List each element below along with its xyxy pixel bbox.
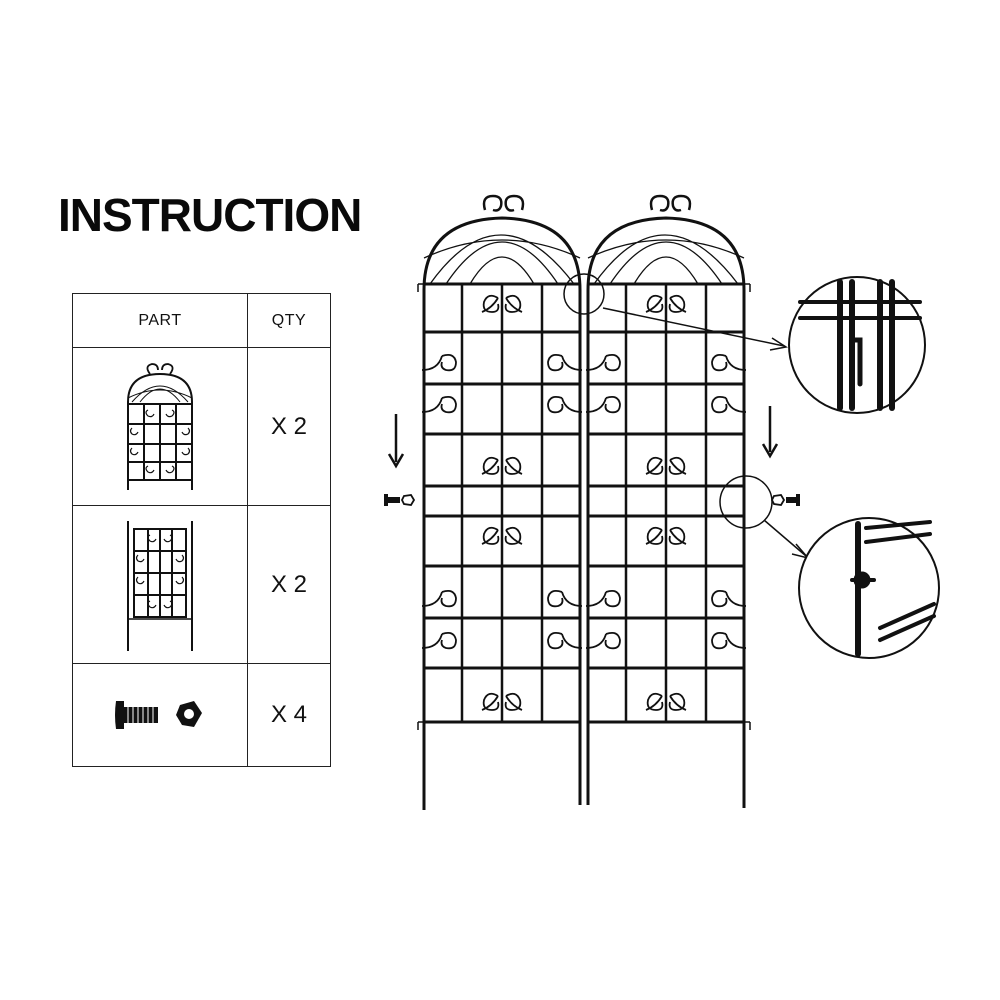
header-qty: QTY [247,293,331,348]
nut-icon [400,494,416,506]
table-row: X 2 [72,505,331,664]
page-title: INSTRUCTION [58,189,362,241]
table-row: X 4 [72,663,331,767]
down-arrow-icon [761,406,779,459]
rectangular-trellis-panel-icon [127,520,193,651]
table-header-row: PART QTY [72,293,331,348]
down-arrow-icon [387,414,405,469]
bolt-joint-detail-magnifier-icon [719,475,940,659]
qty-cell: X 4 [247,663,331,767]
bolt-and-nut-icon [115,701,202,729]
part-cell [72,347,248,506]
header-part: PART [72,293,248,348]
part-cell [72,663,248,767]
parts-table: PART QTY X 2 [72,293,331,767]
arched-trellis-panel-icon [127,362,193,490]
nut-icon [770,494,786,506]
right-trellis-panel [584,194,751,808]
bolt-icon [786,494,800,506]
bolt-icon [384,494,400,506]
left-trellis-panel [417,194,584,810]
part-cell [72,505,248,664]
qty-cell: X 2 [247,505,331,664]
hook-detail-magnifier-icon [563,273,926,414]
